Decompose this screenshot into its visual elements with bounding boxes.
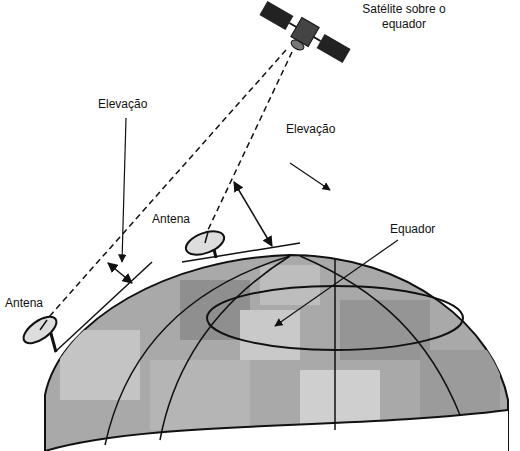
elevation-arrows bbox=[108, 182, 272, 283]
leader-arrows bbox=[122, 118, 398, 326]
signal-lines bbox=[48, 50, 292, 318]
callout-label: Antena bbox=[150, 212, 192, 227]
earth-dome bbox=[45, 255, 508, 451]
callout-label: Elevação bbox=[284, 122, 337, 137]
satellite-label: Satélite sobre o equador bbox=[350, 2, 458, 32]
callout-label: Equador bbox=[388, 222, 437, 237]
antenna-symbol bbox=[19, 312, 60, 352]
meridian-lines bbox=[105, 256, 460, 445]
map-texture bbox=[45, 265, 508, 451]
equator-line bbox=[207, 286, 463, 350]
horizon-lines bbox=[55, 243, 300, 352]
callout-label: Antena bbox=[3, 296, 45, 311]
satellite-symbol bbox=[254, 0, 352, 72]
callout-label: Elevação bbox=[96, 97, 149, 112]
antenna-symbol bbox=[183, 227, 227, 259]
